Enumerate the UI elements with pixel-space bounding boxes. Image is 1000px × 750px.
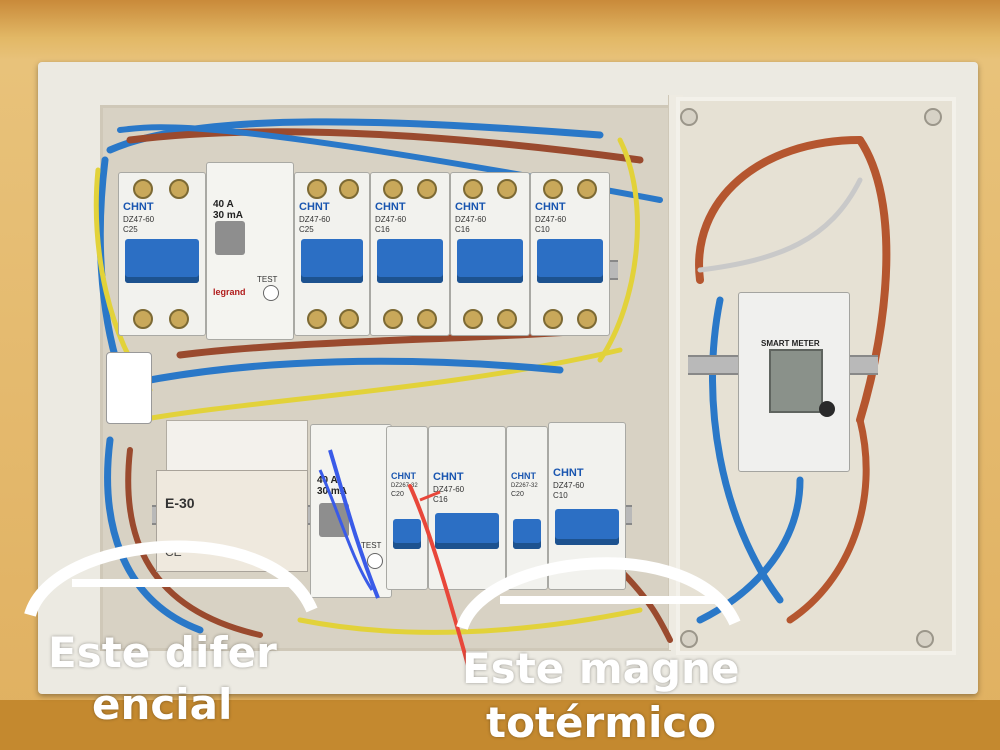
screw bbox=[680, 108, 698, 126]
rcd-current: 40 A bbox=[213, 199, 234, 210]
breaker-brand: CHNT bbox=[455, 201, 486, 213]
rcd-sensitivity: 30 mA bbox=[317, 486, 348, 497]
breaker-rating: C20 bbox=[511, 491, 524, 498]
breaker-toggle[interactable] bbox=[555, 509, 619, 545]
rcd-test-label: TEST bbox=[257, 275, 278, 284]
terminal-screw bbox=[133, 179, 153, 199]
circuit-breaker[interactable]: CHNT DZ47-60 C10 bbox=[530, 172, 610, 336]
terminal-screw bbox=[307, 179, 327, 199]
terminal-screw bbox=[383, 309, 403, 329]
rcd-rating: 40 A 30 mA bbox=[213, 199, 243, 221]
rcd-lever[interactable] bbox=[215, 221, 245, 255]
rcd-rating: 40 A 30 mA bbox=[317, 475, 347, 497]
breaker-brand: CHNT bbox=[299, 201, 330, 213]
breaker-brand: CHNT bbox=[511, 471, 536, 481]
breaker-model: DZ267-32 bbox=[511, 483, 538, 489]
smart-meter: SMART METER bbox=[738, 292, 850, 472]
terminal-screw bbox=[339, 309, 359, 329]
breaker-brand: CHNT bbox=[535, 201, 566, 213]
breaker-toggle[interactable] bbox=[537, 239, 603, 283]
breaker-brand: CHNT bbox=[433, 471, 464, 483]
breaker-brand: CHNT bbox=[553, 467, 584, 479]
wire-connector-block bbox=[106, 352, 152, 424]
rcd-test-button[interactable] bbox=[263, 285, 279, 301]
breaker-rating: C16 bbox=[433, 495, 448, 504]
terminal-screw bbox=[463, 179, 483, 199]
terminal-screw bbox=[383, 179, 403, 199]
bottom-wood-strip bbox=[0, 700, 1000, 750]
breaker-rating: C25 bbox=[123, 225, 138, 234]
annotation-left-line2: encial bbox=[92, 680, 233, 729]
breaker-rating: C16 bbox=[375, 225, 390, 234]
residual-current-device[interactable]: 40 A 30 mA TEST legrand bbox=[206, 162, 294, 340]
circuit-breaker[interactable]: CHNT DZ47-60 C16 bbox=[370, 172, 450, 336]
breaker-model: DZ47-60 bbox=[299, 215, 331, 224]
breaker-brand: CHNT bbox=[123, 201, 154, 213]
terminal-screw bbox=[417, 309, 437, 329]
terminal-screw bbox=[417, 179, 437, 199]
screw bbox=[924, 108, 942, 126]
annotation-arc-right bbox=[456, 557, 741, 631]
breaker-model: DZ47-60 bbox=[553, 481, 585, 490]
rcd-test-label: TEST bbox=[361, 541, 382, 550]
breaker-brand: CHNT bbox=[391, 471, 416, 481]
annotation-arc-left bbox=[24, 540, 318, 618]
screw bbox=[916, 630, 934, 648]
circuit-breaker[interactable]: CHNT DZ47-60 C25 bbox=[118, 172, 206, 336]
annotation-right-line1: Este magne bbox=[462, 644, 740, 693]
rcd-sensitivity: 30 mA bbox=[213, 210, 244, 221]
circuit-breaker[interactable]: CHNT DZ267-32 C20 bbox=[506, 426, 548, 590]
breaker-toggle[interactable] bbox=[393, 519, 421, 549]
terminal-screw bbox=[307, 309, 327, 329]
breaker-rating: C20 bbox=[391, 491, 404, 498]
breaker-toggle[interactable] bbox=[513, 519, 541, 549]
circuit-breaker[interactable]: CHNT DZ47-60 C16 bbox=[450, 172, 530, 336]
annotation-left-line1: Este difer bbox=[48, 628, 277, 677]
terminal-screw bbox=[169, 309, 189, 329]
terminal-screw bbox=[339, 179, 359, 199]
terminal-screw bbox=[169, 179, 189, 199]
breaker-rating: C16 bbox=[455, 225, 470, 234]
screw bbox=[680, 630, 698, 648]
terminal-screw bbox=[463, 309, 483, 329]
terminal-screw bbox=[497, 179, 517, 199]
breaker-toggle[interactable] bbox=[457, 239, 523, 283]
terminal-screw bbox=[577, 179, 597, 199]
breaker-rating: C10 bbox=[535, 225, 550, 234]
terminal-screw bbox=[133, 309, 153, 329]
annotation-right-line2: totérmico bbox=[486, 698, 717, 747]
breaker-toggle[interactable] bbox=[377, 239, 443, 283]
meter-title: SMART METER bbox=[761, 339, 820, 348]
circuit-breaker[interactable]: CHNT DZ47-60 C25 bbox=[294, 172, 370, 336]
breaker-rating: C10 bbox=[553, 491, 568, 500]
breaker-model: DZ267-32 bbox=[391, 483, 418, 489]
breaker-model: DZ47-60 bbox=[535, 215, 567, 224]
meter-button[interactable] bbox=[819, 401, 835, 417]
meter-display bbox=[769, 349, 823, 413]
breaker-brand: CHNT bbox=[375, 201, 406, 213]
circuit-breaker[interactable]: CHNT DZ47-60 C16 bbox=[428, 426, 506, 590]
module-label: E-30 bbox=[165, 495, 195, 511]
rcd-test-button[interactable] bbox=[367, 553, 383, 569]
terminal-screw bbox=[543, 179, 563, 199]
breaker-toggle[interactable] bbox=[435, 513, 499, 549]
breaker-model: DZ47-60 bbox=[123, 215, 155, 224]
terminal-screw bbox=[497, 309, 517, 329]
terminal-screw bbox=[543, 309, 563, 329]
breaker-model: DZ47-60 bbox=[375, 215, 407, 224]
rcd-current: 40 A bbox=[317, 475, 338, 486]
terminal-screw bbox=[577, 309, 597, 329]
breaker-toggle[interactable] bbox=[301, 239, 363, 283]
circuit-breaker[interactable]: CHNT DZ267-32 C20 bbox=[386, 426, 428, 590]
breaker-toggle[interactable] bbox=[125, 239, 199, 283]
breaker-rating: C25 bbox=[299, 225, 314, 234]
breaker-model: DZ47-60 bbox=[455, 215, 487, 224]
rcd-brand: legrand bbox=[213, 287, 246, 297]
breaker-model: DZ47-60 bbox=[433, 485, 465, 494]
